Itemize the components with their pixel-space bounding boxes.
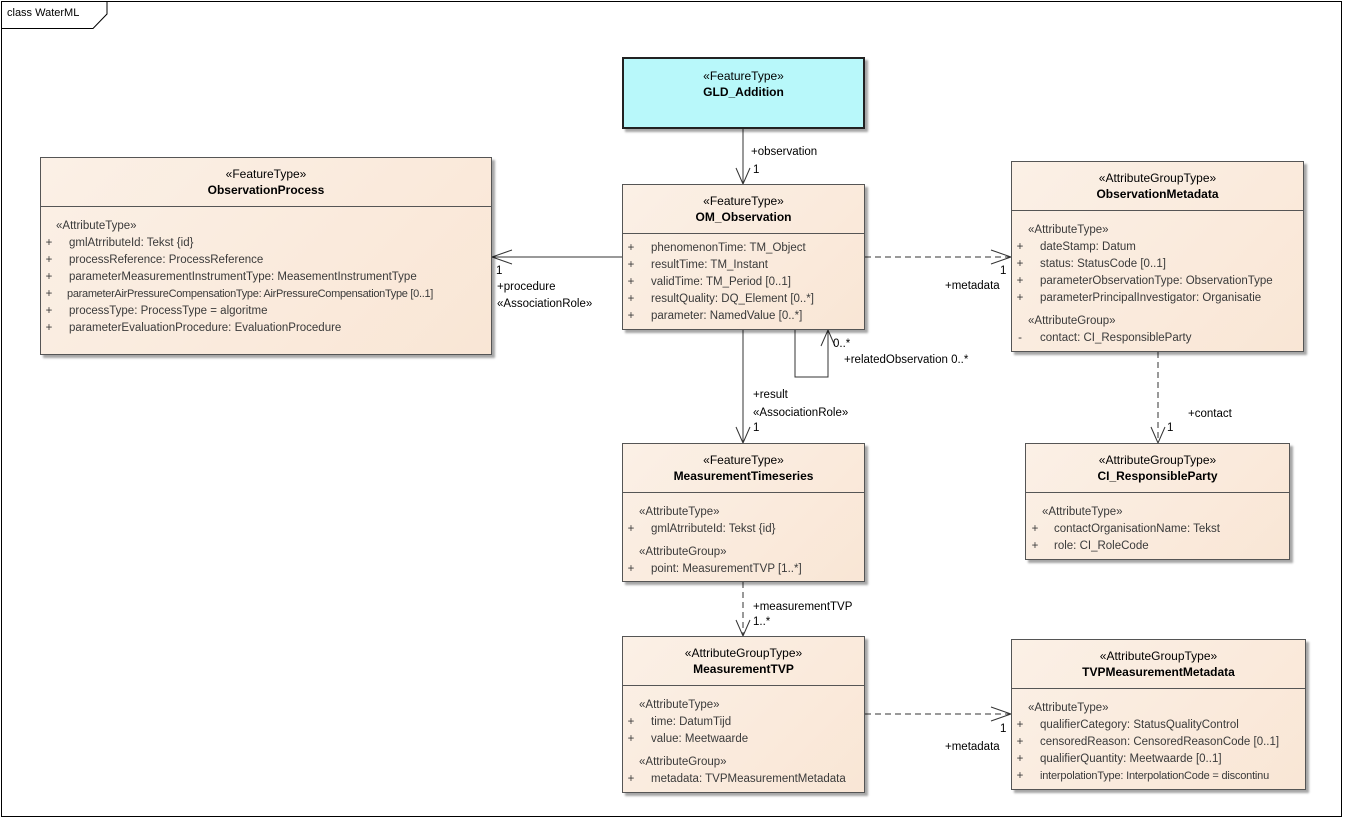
class-observation-process[interactable]: «FeatureType» ObservationProcess «Attrib…	[40, 157, 492, 355]
result-multiplicity: 1	[753, 422, 760, 434]
frame-title: class WaterML	[7, 7, 80, 19]
attribute-group-label: «AttributeType»	[1028, 224, 1109, 236]
frame-tab	[1, 1, 108, 29]
class-name: ObservationProcess	[207, 183, 325, 197]
attribute-group-label: «AttributeGroup»	[639, 756, 727, 768]
procedure-multiplicity: 1	[496, 265, 503, 277]
class-tvp-measurement-metadata[interactable]: «AttributeGroupType» TVPMeasurementMetad…	[1011, 639, 1306, 790]
class-name: GLD_Addition	[703, 85, 784, 99]
class-name: OM_Observation	[695, 210, 792, 224]
contact-role-label: +contact	[1188, 408, 1232, 420]
class-name: MeasurementTimeseries	[673, 469, 814, 483]
class-stereotype: «FeatureType»	[703, 453, 784, 467]
class-header: «AttributeGroupType» TVPMeasurementMetad…	[1012, 640, 1305, 689]
class-measurement-timeseries[interactable]: «FeatureType» MeasurementTimeseries «Att…	[622, 443, 865, 582]
class-stereotype: «FeatureType»	[703, 69, 784, 83]
class-stereotype: «FeatureType»	[225, 167, 307, 181]
metadata-role-label: +metadata	[945, 280, 1000, 292]
procedure-role-label: +procedure	[497, 281, 556, 293]
class-stereotype: «AttributeGroupType»	[1098, 453, 1217, 467]
class-header: «AttributeGroupType» ObservationMetadata	[1012, 162, 1303, 211]
attribute-group-label: «AttributeType»	[639, 699, 720, 711]
related-observation-role-label: +relatedObservation 0..*	[844, 354, 969, 366]
attribute-group-label: «AttributeType»	[1042, 506, 1123, 518]
class-stereotype: «AttributeGroupType»	[1099, 649, 1218, 663]
class-stereotype: «AttributeGroupType»	[684, 646, 803, 660]
class-header: «FeatureType» ObservationProcess	[41, 158, 491, 207]
related-observation-line	[794, 330, 829, 378]
class-name: CI_ResponsibleParty	[1097, 469, 1218, 483]
attribute-group-label: «AttributeType»	[639, 506, 720, 518]
observation-role-label: +observation	[751, 146, 818, 158]
measurement-tvp-role-label: +measurementTVP	[753, 601, 853, 613]
class-om-observation[interactable]: «FeatureType» OM_Observation +phenomenon…	[622, 184, 865, 330]
class-header: «FeatureType» MeasurementTimeseries	[623, 444, 864, 493]
class-gld-addition[interactable]: «FeatureType» GLD_Addition	[622, 57, 865, 129]
attribute-group-label: «AttributeGroup»	[1028, 315, 1116, 327]
class-header: «AttributeGroupType» CI_ResponsibleParty	[1026, 444, 1289, 493]
class-header: «FeatureType» GLD_Addition	[624, 59, 863, 127]
procedure-stereotype-label: «AssociationRole»	[497, 298, 593, 310]
related-observation-arrowhead	[820, 328, 836, 347]
class-name: ObservationMetadata	[1096, 187, 1219, 201]
class-ci-responsible-party[interactable]: «AttributeGroupType» CI_ResponsibleParty…	[1025, 443, 1290, 560]
class-observation-metadata[interactable]: «AttributeGroupType» ObservationMetadata…	[1011, 161, 1304, 352]
related-observation-multiplicity: 0..*	[833, 338, 851, 350]
observation-multiplicity: 1	[753, 164, 760, 176]
class-stereotype: «AttributeGroupType»	[1098, 171, 1217, 185]
class-stereotype: «FeatureType»	[703, 194, 784, 208]
result-role-label: +result	[753, 389, 788, 401]
metadata-multiplicity: 1	[1000, 265, 1007, 277]
tvp-metadata-multiplicity: 1	[1000, 723, 1007, 735]
measurement-tvp-multiplicity: 1..*	[753, 616, 771, 628]
contact-multiplicity: 1	[1167, 422, 1174, 434]
attribute-group-label: «AttributeType»	[56, 220, 137, 232]
class-name: TVPMeasurementMetadata	[1082, 665, 1235, 679]
class-header: «FeatureType» OM_Observation	[623, 185, 864, 234]
class-name: MeasurementTVP	[693, 662, 794, 676]
attribute-group-label: «AttributeType»	[1028, 702, 1109, 714]
result-stereotype-label: «AssociationRole»	[753, 407, 849, 419]
procedure-arrowhead	[490, 249, 513, 265]
tvp-metadata-role-label: +metadata	[945, 741, 1000, 753]
class-header: «AttributeGroupType» MeasurementTVP	[623, 637, 864, 686]
class-measurement-tvp[interactable]: «AttributeGroupType» MeasurementTVP «Att…	[622, 636, 865, 793]
attribute-group-label: «AttributeGroup»	[639, 546, 727, 558]
